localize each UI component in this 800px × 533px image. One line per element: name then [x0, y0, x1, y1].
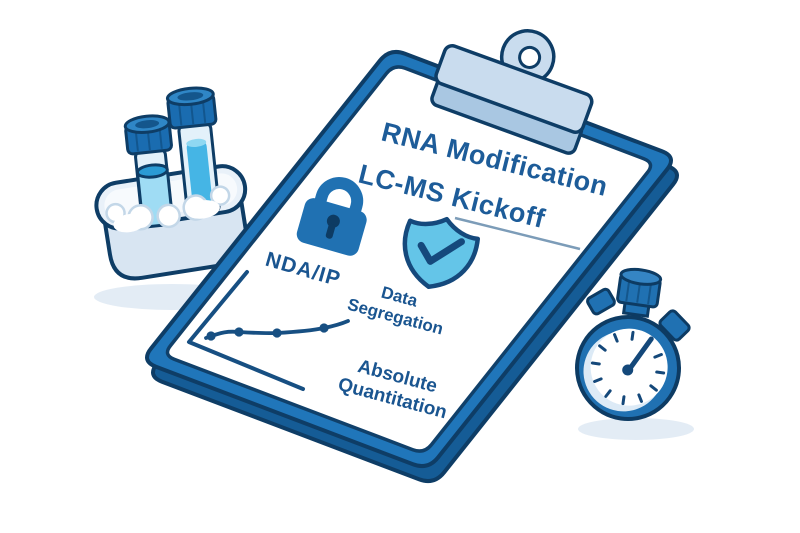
tube-liquid	[186, 141, 213, 209]
clipboard-clip	[430, 29, 594, 155]
ice-lump	[186, 200, 220, 219]
data-point	[234, 327, 244, 337]
cap-top-inner	[135, 120, 160, 129]
crown-ridge	[647, 282, 653, 305]
tube-open-top	[135, 163, 169, 179]
keyhole-stem	[325, 223, 336, 239]
tick	[630, 330, 635, 341]
lock-icon	[296, 177, 367, 256]
tick	[653, 353, 663, 359]
ice-lump	[209, 185, 231, 206]
trend-line-chart-icon	[187, 270, 350, 391]
tick	[613, 333, 619, 343]
tick	[604, 389, 612, 398]
hand-pivot	[622, 364, 634, 376]
lock-shackle	[313, 177, 364, 220]
chart-axes	[187, 270, 305, 391]
cap-top-inner	[177, 92, 204, 101]
stopwatch-shadow	[578, 418, 694, 440]
clip-top-plate	[434, 44, 594, 134]
data-point	[272, 328, 282, 338]
stopwatch	[575, 267, 691, 421]
tube-liquid-surface	[186, 138, 207, 148]
tick	[637, 393, 643, 403]
check-mark-icon	[417, 238, 465, 265]
tick	[593, 377, 603, 383]
tick	[649, 384, 658, 392]
divider-line	[454, 216, 581, 251]
clip-hole	[518, 45, 542, 69]
tick	[598, 344, 607, 352]
tick	[590, 361, 601, 366]
crown-ridge	[625, 279, 631, 302]
shield-check-icon	[402, 216, 481, 290]
ice-lump	[156, 203, 181, 229]
tick	[655, 370, 666, 375]
sample-tube-capped-right	[165, 86, 221, 217]
crown-top	[619, 267, 663, 286]
ice-lump	[113, 213, 146, 233]
stopwatch-button-left	[586, 287, 616, 316]
data-point	[206, 331, 216, 341]
data-point	[319, 323, 329, 333]
ice	[105, 185, 231, 233]
stopwatch-button-right	[658, 309, 691, 342]
tick	[621, 395, 626, 406]
